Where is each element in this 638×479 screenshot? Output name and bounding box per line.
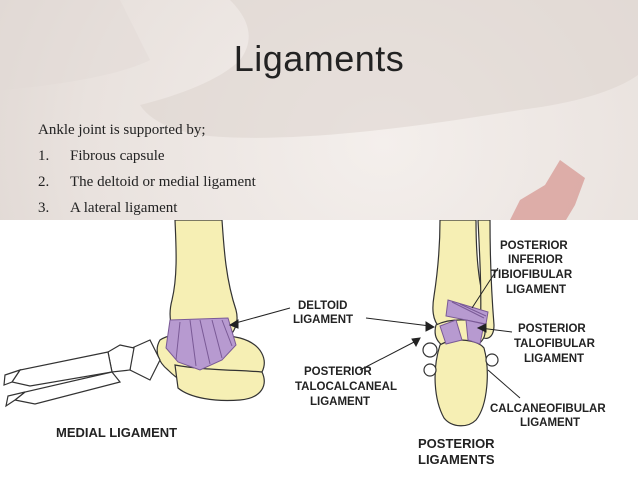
posterior-view-drawing — [422, 220, 499, 427]
label-posterior-ligaments-2: LIGAMENTS — [418, 452, 495, 467]
label-posterior-ligaments: POSTERIOR — [418, 436, 495, 451]
label-ptf-3: LIGAMENT — [524, 353, 584, 365]
medial-view-drawing — [3, 220, 265, 408]
label-posterior-talofibular: POSTERIOR — [518, 323, 586, 335]
label-pitf-3: TIBIOFIBULAR — [491, 269, 573, 281]
label-cf-2: LIGAMENT — [520, 417, 580, 429]
label-posterior-talocalcaneal-3: LIGAMENT — [310, 396, 370, 408]
label-deltoid: DELTOID — [298, 300, 347, 312]
label-pitf-2: INFERIOR — [508, 254, 564, 266]
bullet-list: Ankle joint is supported by; 1. Fibrous … — [38, 117, 256, 221]
bullet-item: 3. A lateral ligament — [38, 200, 178, 216]
label-deltoid-2: LIGAMENT — [293, 314, 353, 326]
bullet-item: 1. Fibrous capsule — [38, 148, 165, 164]
ankle-ligaments-figure: DELTOID LIGAMENT POSTERIOR TALOCALCANEAL… — [0, 220, 638, 479]
red-arrow-shape — [505, 160, 585, 230]
slide-title: Ligaments — [233, 38, 405, 79]
label-posterior-talocalcaneal: POSTERIOR — [304, 366, 372, 378]
label-posterior-inferior-tibiofibular: POSTERIOR — [500, 240, 568, 252]
label-calcaneofibular: CALCANEOFIBULAR — [490, 403, 606, 415]
ankle-diagram: DELTOID LIGAMENT POSTERIOR TALOCALCANEAL… — [3, 220, 606, 467]
label-medial-ligament: MEDIAL LIGAMENT — [56, 425, 177, 440]
label-pitf-4: LIGAMENT — [506, 284, 566, 296]
label-ptf-2: TALOFIBULAR — [514, 338, 596, 350]
background-foot-illustration — [0, 0, 638, 230]
bullet-intro: Ankle joint is supported by; — [38, 122, 206, 138]
label-posterior-talocalcaneal-2: TALOCALCANEAL — [295, 381, 397, 393]
leader-lines — [228, 267, 521, 399]
bullet-item: 2. The deltoid or medial ligament — [38, 174, 256, 190]
